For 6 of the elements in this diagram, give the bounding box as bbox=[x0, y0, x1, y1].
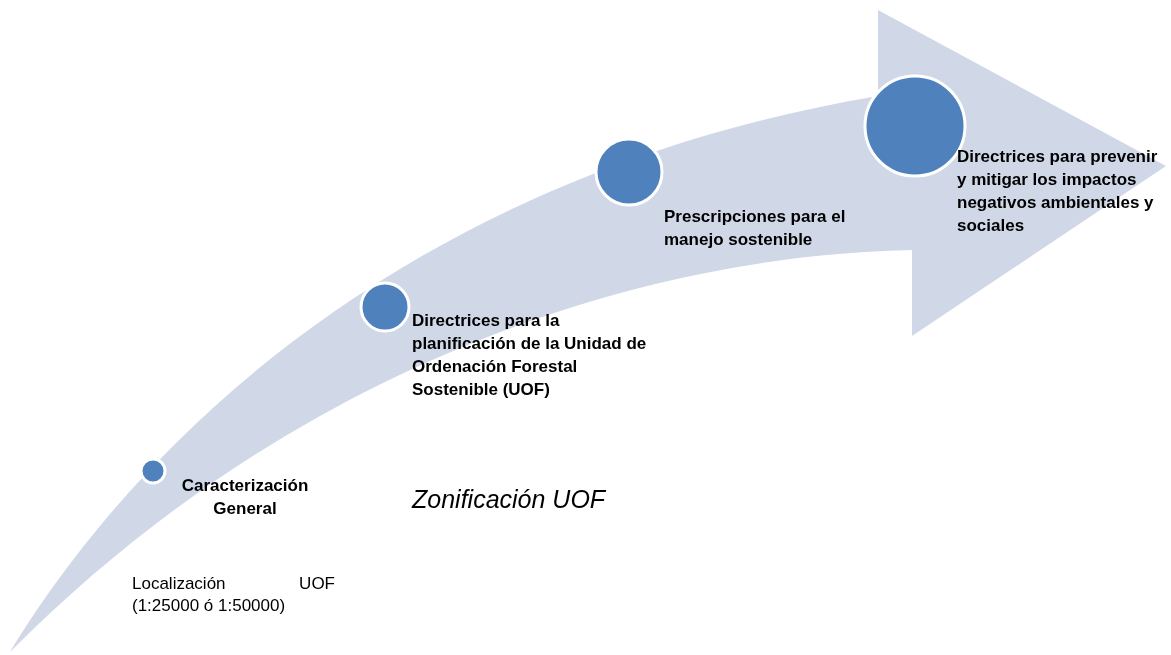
step-label: Directrices para la planificación de la Unidad de Ordenación Forestal Sostenible (UOF) bbox=[412, 310, 648, 401]
step-label: Directrices para prevenir y mitigar los impactos negativos ambientales y sociales bbox=[957, 146, 1159, 237]
step-label: Prescripciones para el manejo sostenible bbox=[664, 206, 847, 251]
zoning-note: Zonificación UOF bbox=[412, 484, 607, 515]
location-note: Localización UOF (1:25000 ó 1:50000) bbox=[132, 573, 335, 617]
step-label: Caracterización General bbox=[180, 475, 310, 520]
